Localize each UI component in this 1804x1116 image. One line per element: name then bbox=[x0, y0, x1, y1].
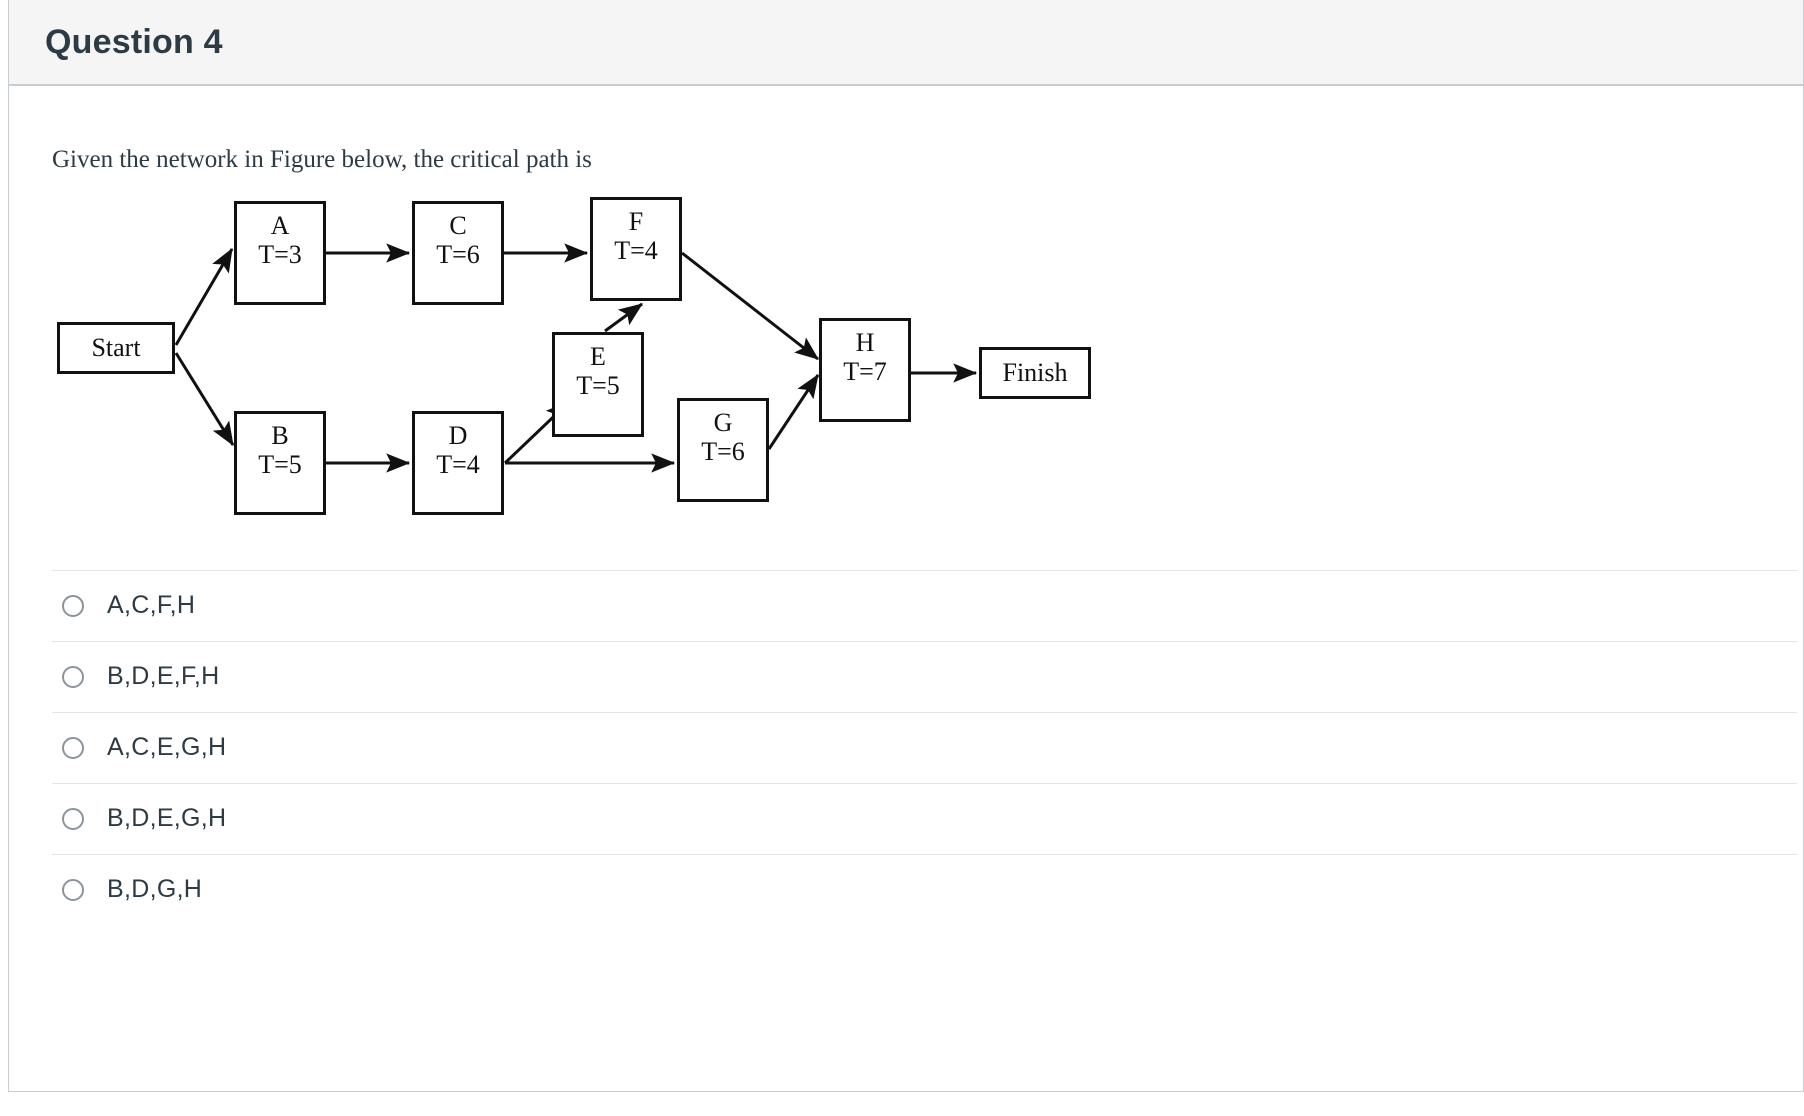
edge-start-a bbox=[174, 247, 234, 346]
node-g-duration: T=6 bbox=[701, 436, 745, 466]
page-title: Question 4 bbox=[45, 22, 223, 61]
node-h-duration: T=7 bbox=[843, 356, 887, 386]
node-start: Start bbox=[57, 321, 175, 374]
answer-option-5[interactable]: B,D,G,H bbox=[52, 855, 1797, 925]
radio-button-5[interactable] bbox=[62, 878, 84, 901]
node-c: C T=6 bbox=[412, 200, 504, 305]
answer-option-1-label: A,C,F,H bbox=[107, 591, 196, 619]
node-d: D T=4 bbox=[412, 410, 504, 515]
node-g: G T=6 bbox=[677, 397, 769, 502]
node-h-label: H bbox=[855, 327, 875, 357]
answer-option-4-label: B,D,E,G,H bbox=[107, 804, 227, 832]
node-f-duration: T=4 bbox=[614, 235, 658, 265]
node-f-label: F bbox=[628, 206, 644, 236]
diagram-edges bbox=[174, 242, 978, 473]
radio-button-2[interactable] bbox=[62, 665, 84, 688]
node-e: E T=5 bbox=[552, 331, 644, 437]
node-c-duration: T=6 bbox=[436, 239, 480, 269]
network-diagram: Start A T=3 C T=6 F T=4 E T=5 B T=5 bbox=[29, 187, 1389, 532]
answer-option-3[interactable]: A,C,E,G,H bbox=[52, 713, 1797, 784]
question-header: Question 4 bbox=[9, 0, 1803, 86]
node-b-duration: T=5 bbox=[258, 449, 302, 479]
node-finish: Finish bbox=[979, 346, 1091, 399]
edge-f-h bbox=[681, 251, 819, 360]
answer-option-5-label: B,D,G,H bbox=[107, 875, 203, 903]
answer-options: A,C,F,H B,D,E,F,H A,C,E,G,H B,D,E,G,H B,… bbox=[52, 569, 1797, 925]
node-e-duration: T=5 bbox=[576, 370, 620, 400]
radio-button-1[interactable] bbox=[62, 594, 84, 617]
node-b-label: B bbox=[271, 420, 289, 450]
node-start-label: Start bbox=[91, 332, 141, 362]
node-f: F T=4 bbox=[590, 196, 682, 301]
node-finish-label: Finish bbox=[1002, 357, 1068, 387]
question-body: Given the network in Figure below, the c… bbox=[9, 86, 1803, 925]
node-a-duration: T=3 bbox=[258, 239, 302, 269]
answer-option-2-label: B,D,E,F,H bbox=[107, 662, 220, 690]
edge-e-f bbox=[604, 302, 643, 332]
answer-option-3-label: A,C,E,G,H bbox=[107, 733, 227, 761]
answer-option-1[interactable]: A,C,F,H bbox=[52, 571, 1797, 642]
node-d-label: D bbox=[448, 420, 468, 450]
edge-g-h bbox=[767, 373, 820, 450]
radio-button-3[interactable] bbox=[62, 736, 84, 759]
question-card: Question 4 Given the network in Figure b… bbox=[8, 0, 1804, 1092]
node-d-duration: T=4 bbox=[436, 449, 480, 479]
node-e-label: E bbox=[590, 341, 606, 371]
node-g-label: G bbox=[713, 407, 733, 437]
node-c-label: C bbox=[449, 210, 467, 240]
radio-button-4[interactable] bbox=[62, 807, 84, 830]
question-prompt: Given the network in Figure below, the c… bbox=[52, 146, 592, 173]
answer-option-4[interactable]: B,D,E,G,H bbox=[52, 784, 1797, 855]
node-a-label: A bbox=[270, 210, 290, 240]
node-h: H T=7 bbox=[819, 317, 911, 422]
answer-option-2[interactable]: B,D,E,F,H bbox=[52, 642, 1797, 713]
node-b: B T=5 bbox=[234, 410, 326, 515]
node-a: A T=3 bbox=[234, 200, 326, 305]
edge-start-b bbox=[174, 351, 235, 446]
